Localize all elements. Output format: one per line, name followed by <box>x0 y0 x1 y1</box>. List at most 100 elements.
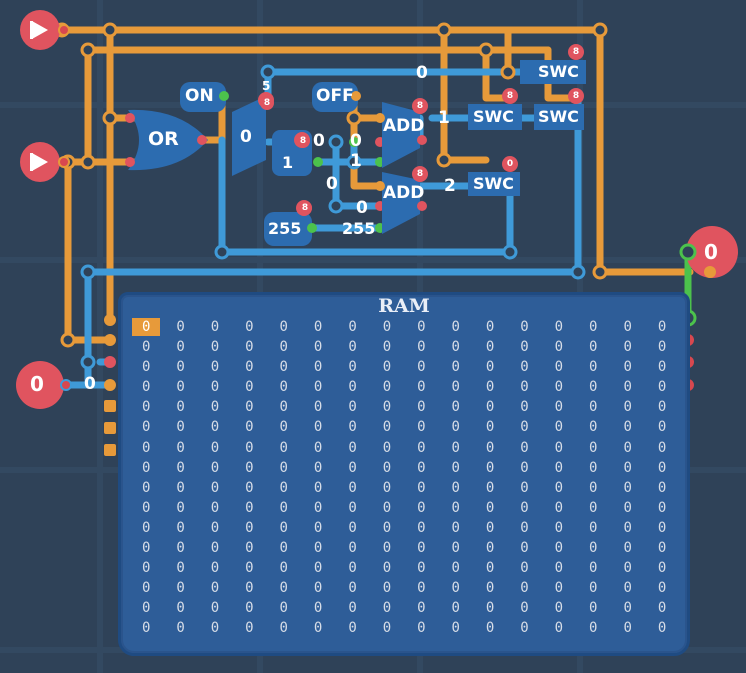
ram-cell[interactable]: 0 <box>417 319 426 335</box>
ram-cell[interactable]: 0 <box>313 379 323 396</box>
ram-cell[interactable]: 0 <box>657 600 667 617</box>
ram-cell[interactable]: 0 <box>279 419 288 436</box>
ram-cell[interactable]: 0 <box>245 319 254 335</box>
ram-cell[interactable]: 0 <box>279 580 288 597</box>
ram-cell[interactable]: 0 <box>589 339 598 356</box>
ram-cell[interactable]: 0 <box>623 519 632 536</box>
ram-cell[interactable]: 0 <box>417 620 426 637</box>
ram-cell[interactable]: 0 <box>451 419 460 436</box>
ram-cell[interactable]: 0 <box>245 379 254 396</box>
ram-cell[interactable]: 0 <box>141 519 151 536</box>
ram-cell[interactable]: 0 <box>417 540 426 557</box>
ram-cell[interactable]: 0 <box>657 479 667 496</box>
ram-cell[interactable]: 0 <box>623 439 632 456</box>
ram-cell[interactable]: 0 <box>382 359 392 376</box>
ram-cell[interactable]: 0 <box>382 459 392 476</box>
ram-cell[interactable]: 0 <box>451 499 460 516</box>
ram-cell[interactable]: 0 <box>554 359 564 376</box>
ram-cell[interactable]: 0 <box>417 419 426 436</box>
ram-cell[interactable]: 0 <box>485 379 495 396</box>
ram-cell[interactable]: 0 <box>485 419 495 436</box>
ram-cell[interactable]: 0 <box>623 499 632 516</box>
ram-cell[interactable]: 0 <box>451 459 460 476</box>
ram-cell[interactable]: 0 <box>485 339 495 356</box>
ram-cell[interactable]: 0 <box>417 399 426 416</box>
ram-cell[interactable]: 0 <box>141 620 151 637</box>
ram-cell[interactable]: 0 <box>313 339 323 356</box>
ram-cell[interactable]: 0 <box>141 459 151 476</box>
ram-cell[interactable]: 0 <box>210 479 220 496</box>
clock-input-middle[interactable] <box>20 142 70 182</box>
ram-cell[interactable]: 0 <box>279 519 288 536</box>
ram-cell[interactable]: 0 <box>176 620 185 637</box>
ram-cell[interactable]: 0 <box>279 359 288 376</box>
ram-cell[interactable]: 0 <box>520 379 529 396</box>
ram-cell[interactable]: 0 <box>417 479 426 496</box>
ram-cell[interactable]: 0 <box>554 419 564 436</box>
ram-cell[interactable]: 0 <box>623 540 632 557</box>
ram-cell[interactable]: 0 <box>210 359 220 376</box>
ram-cell[interactable]: 0 <box>210 540 220 557</box>
ram-cell[interactable]: 0 <box>417 519 426 536</box>
ram-cell[interactable]: 0 <box>210 560 220 577</box>
ram-cell[interactable]: 0 <box>589 499 598 516</box>
ram-cell[interactable]: 0 <box>279 600 288 617</box>
ram-cell[interactable]: 0 <box>313 580 323 597</box>
ram-cell[interactable]: 0 <box>210 339 220 356</box>
ram-cell[interactable]: 0 <box>313 359 323 376</box>
ram-cell[interactable]: 0 <box>485 519 495 536</box>
ram-cell[interactable]: 0 <box>348 580 357 597</box>
ram-cell[interactable]: 0 <box>451 439 460 456</box>
ram-cell[interactable]: 0 <box>623 359 632 376</box>
ram-cell[interactable]: 0 <box>176 419 185 436</box>
ram-cell[interactable]: 0 <box>176 379 185 396</box>
ram-cell[interactable]: 0 <box>657 419 667 436</box>
ram-cell[interactable]: 0 <box>451 540 460 557</box>
ram-cell[interactable]: 0 <box>485 499 495 516</box>
ram-cell[interactable]: 0 <box>451 479 460 496</box>
ram-cell[interactable]: 0 <box>348 339 357 356</box>
ram-cell[interactable]: 0 <box>554 499 564 516</box>
ram-cell[interactable]: 0 <box>520 459 529 476</box>
ram-cell[interactable]: 0 <box>589 319 598 335</box>
ram-cell[interactable]: 0 <box>485 439 495 456</box>
ram-cell[interactable]: 0 <box>210 419 220 436</box>
ram-cell[interactable]: 0 <box>245 419 254 436</box>
ram-cell[interactable]: 0 <box>382 479 392 496</box>
ram-cell[interactable]: 0 <box>520 540 529 557</box>
ram-cell[interactable]: 0 <box>245 339 254 356</box>
ram-cell[interactable]: 0 <box>417 560 426 577</box>
off-constant[interactable] <box>312 82 361 112</box>
ram-cell[interactable]: 0 <box>657 459 667 476</box>
ram-cell[interactable]: 0 <box>451 339 460 356</box>
ram-cell[interactable]: 0 <box>520 479 529 496</box>
ram-cell[interactable]: 0 <box>141 399 151 416</box>
ram-cell[interactable]: 0 <box>313 560 323 577</box>
ram-cell[interactable]: 0 <box>279 560 288 577</box>
ram-cell[interactable]: 0 <box>348 600 357 617</box>
ram-cell[interactable]: 0 <box>279 479 288 496</box>
ram-cell[interactable]: 0 <box>589 419 598 436</box>
ram-cell[interactable]: 0 <box>141 359 151 376</box>
ram-cell[interactable]: 0 <box>417 459 426 476</box>
ram-cell[interactable]: 0 <box>554 479 564 496</box>
ram-cell[interactable]: 0 <box>176 399 185 416</box>
ram-cell[interactable]: 0 <box>176 499 185 516</box>
ram-cell[interactable]: 0 <box>589 379 598 396</box>
ram-cell[interactable]: 0 <box>382 499 392 516</box>
ram-cell[interactable]: 0 <box>657 580 667 597</box>
ram-cell[interactable]: 0 <box>382 519 392 536</box>
ram-cell[interactable]: 0 <box>657 359 667 376</box>
ram-cell[interactable]: 0 <box>417 439 426 456</box>
ram-cell[interactable]: 0 <box>485 600 495 617</box>
ram-cell[interactable]: 0 <box>623 620 632 637</box>
ram-cell[interactable]: 0 <box>485 580 495 597</box>
ram-cell[interactable]: 0 <box>141 419 151 436</box>
ram-cell[interactable]: 0 <box>485 459 495 476</box>
ram-cell[interactable]: 0 <box>554 379 564 396</box>
ram-cell[interactable]: 0 <box>657 620 667 637</box>
ram-cell[interactable]: 0 <box>623 479 632 496</box>
ram-cell[interactable]: 0 <box>210 519 220 536</box>
ram-cell[interactable]: 0 <box>623 339 632 356</box>
